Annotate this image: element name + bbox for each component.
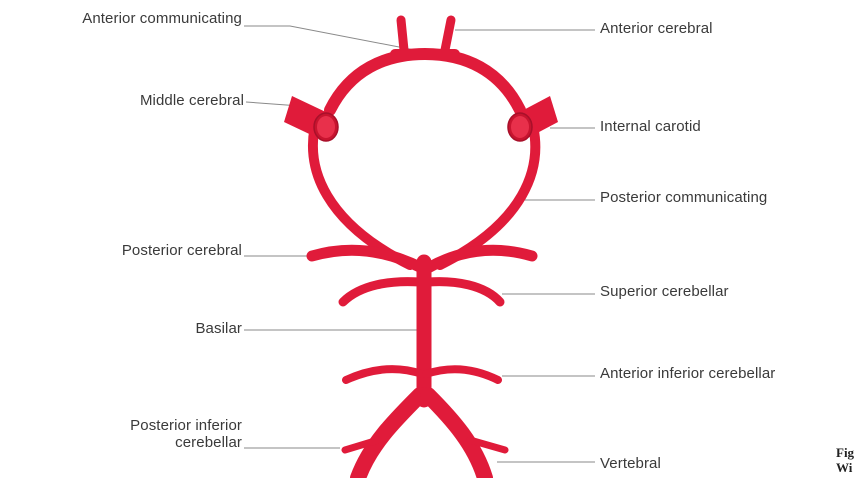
label-vertebral: Vertebral	[600, 455, 661, 473]
superior-cerebellar-left	[343, 282, 420, 302]
label-posterior-inferior-cerebellar-line1: Posterior inferior	[40, 417, 242, 435]
label-internal-carotid: Internal carotid	[600, 118, 701, 136]
anterior-cerebral-left	[401, 20, 404, 50]
superior-cerebellar-right	[428, 282, 500, 302]
label-superior-cerebellar: Superior cerebellar	[600, 283, 729, 301]
posterior-cerebral-left	[312, 250, 422, 268]
arteries	[312, 20, 535, 478]
label-posterior-cerebral: Posterior cerebral	[20, 242, 242, 260]
posterior-cerebral-right	[428, 250, 532, 268]
label-basilar: Basilar	[100, 320, 242, 338]
vertebral-left	[358, 395, 420, 478]
anterior-cerebral-right	[445, 20, 451, 50]
circle-top-arc	[330, 54, 520, 110]
label-anterior-cerebral: Anterior cerebral	[600, 20, 713, 38]
anterior-inferior-cerebellar-left	[346, 369, 422, 380]
figure-caption-line2: Wi	[836, 461, 852, 475]
vertebral-right	[428, 395, 485, 478]
label-middle-cerebral: Middle cerebral	[40, 92, 244, 110]
label-anterior-inferior-cerebellar: Anterior inferior cerebellar	[600, 365, 775, 383]
anterior-inferior-cerebellar-right	[426, 369, 498, 380]
label-posterior-communicating: Posterior communicating	[600, 189, 767, 207]
figure-caption-line1: Fig	[836, 446, 854, 460]
label-anterior-communicating: Anterior communicating	[6, 10, 242, 28]
label-posterior-inferior-cerebellar-line2: cerebellar	[40, 434, 242, 452]
